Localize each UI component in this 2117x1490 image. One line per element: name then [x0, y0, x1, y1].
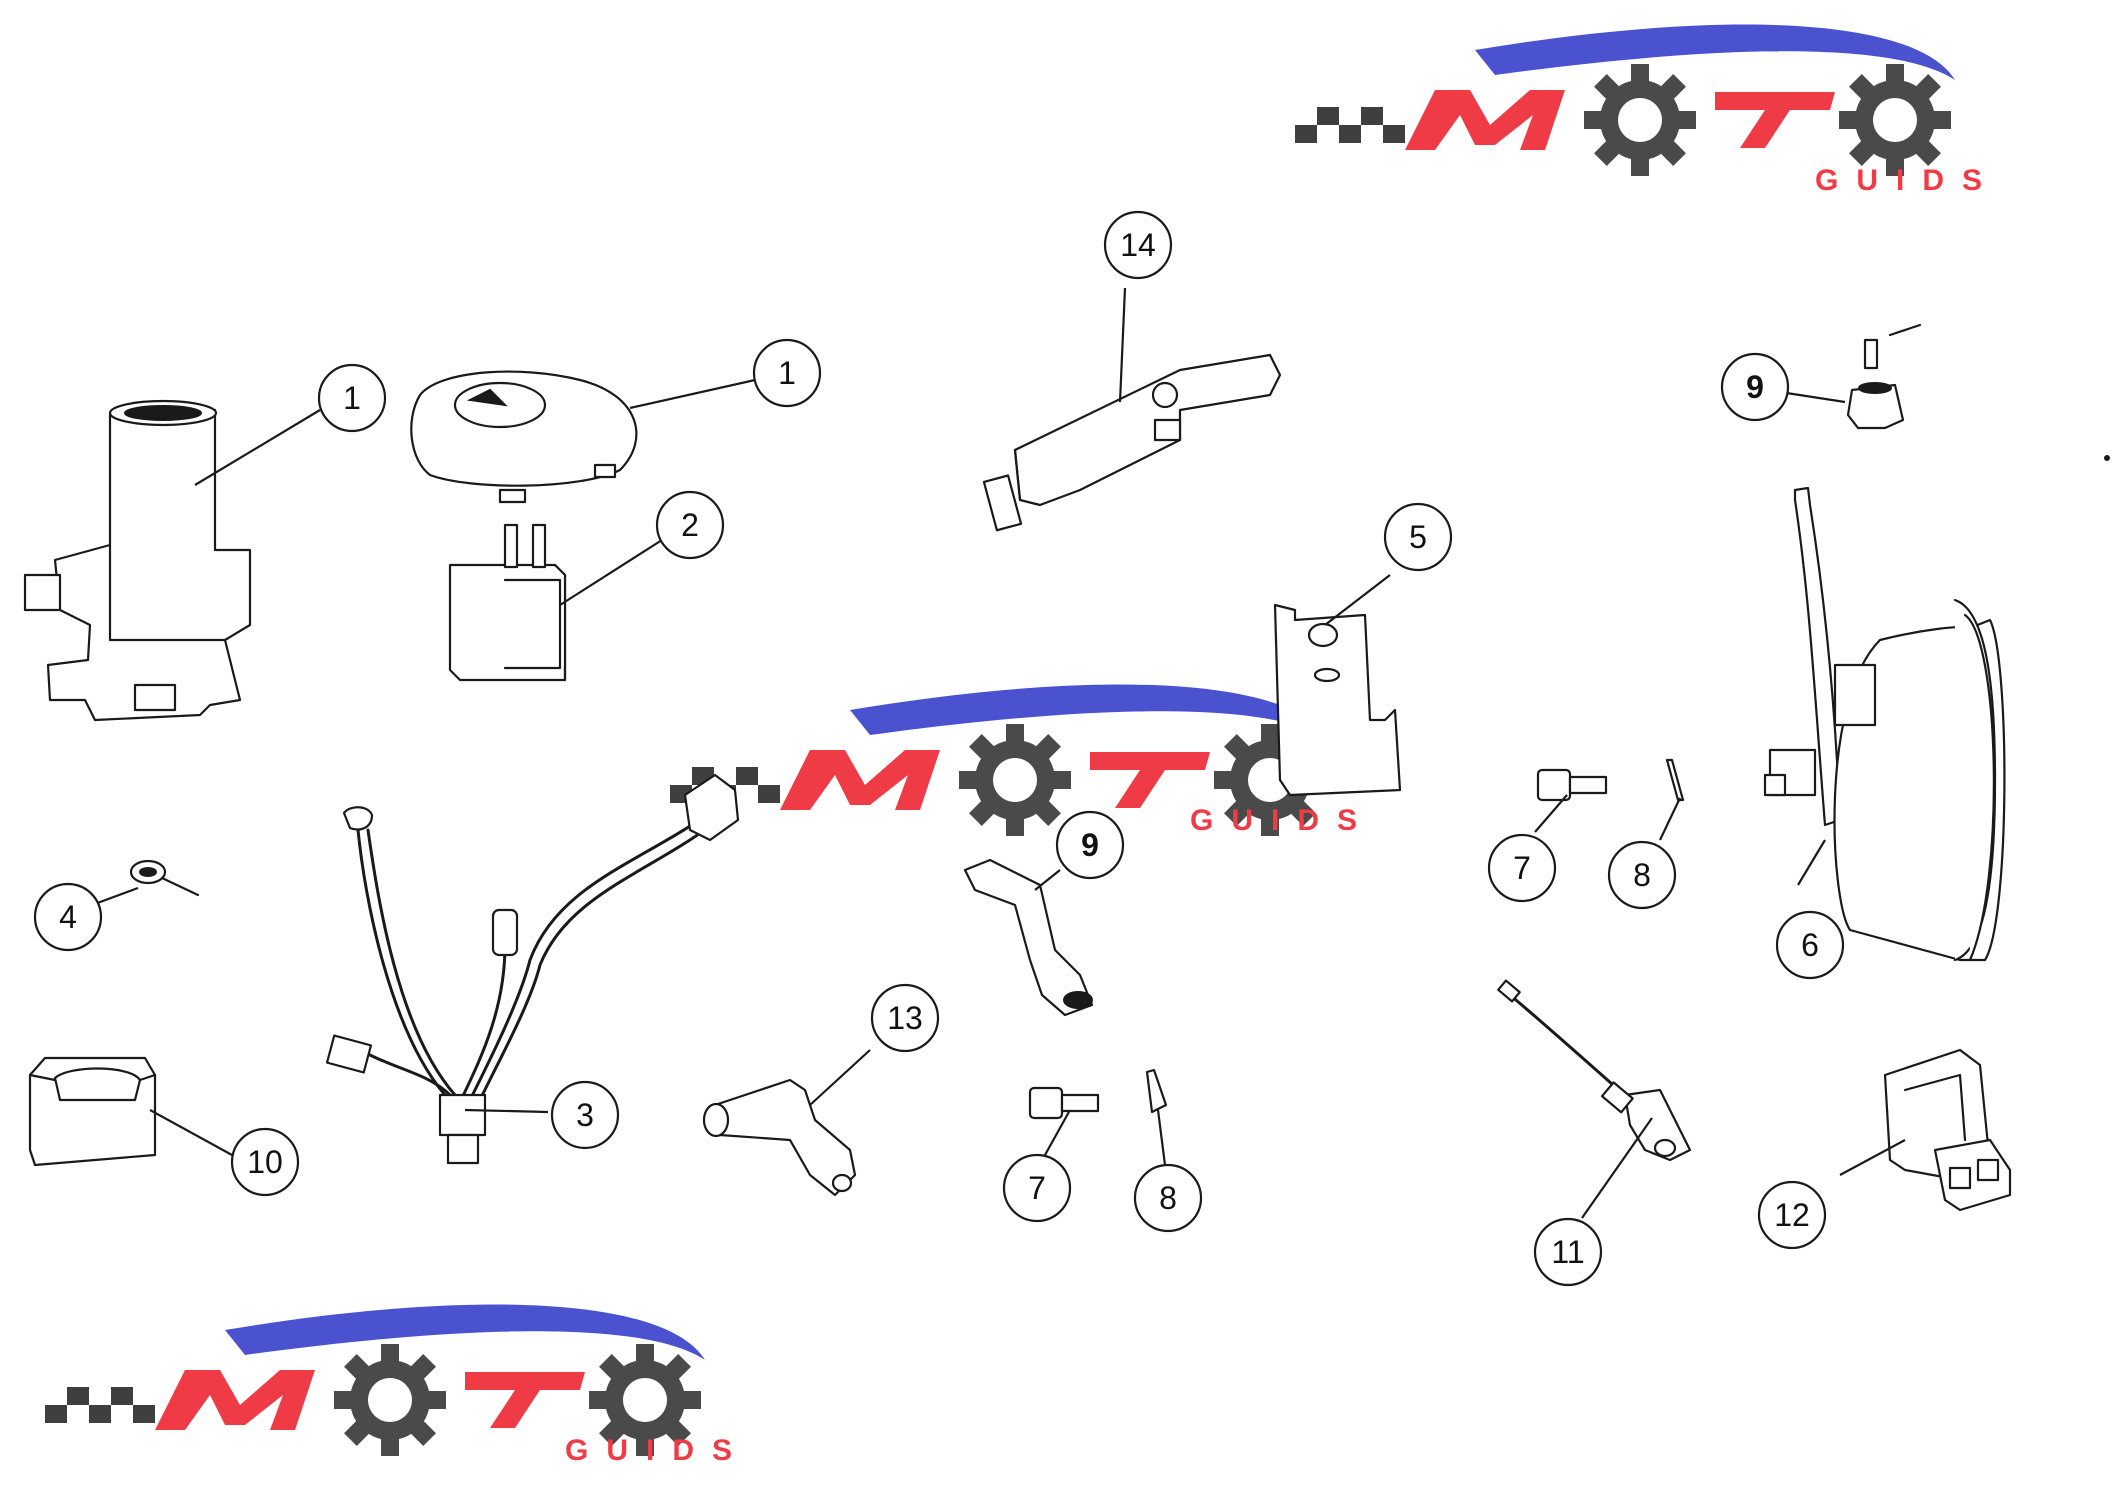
- watermark-logo-center: GUIDS: [670, 684, 1375, 837]
- part-bolt-right: [1536, 768, 1608, 802]
- part-brake-switch: [1497, 979, 1692, 1162]
- watermark-logo-top: GUIDS: [1295, 24, 2000, 197]
- callout-9b: 9: [1055, 810, 1125, 880]
- callout-1a: 1: [317, 363, 387, 433]
- callout-5: 5: [1383, 502, 1453, 572]
- watermark-logo-bottom: GUIDS: [45, 1304, 750, 1467]
- callout-number: 3: [576, 1097, 594, 1133]
- callout-number: 9: [1746, 369, 1764, 405]
- callout-number: 8: [1633, 857, 1651, 893]
- callout-number: 5: [1409, 519, 1427, 555]
- callout-number: 4: [59, 899, 77, 935]
- callout-2: 2: [655, 490, 725, 560]
- callout-1b: 1: [752, 338, 822, 408]
- callout-11: 11: [1533, 1217, 1603, 1287]
- part-bolt-center: [1028, 1086, 1100, 1120]
- callout-number: 14: [1120, 227, 1156, 263]
- part-relay: [448, 523, 567, 682]
- part-clip-right: [1665, 758, 1685, 802]
- callout-7b: 7: [1002, 1153, 1072, 1223]
- part-key-cap: [410, 370, 638, 504]
- callout-number: 6: [1801, 927, 1819, 963]
- part-pressure-switch: [702, 1078, 857, 1197]
- callout-number: 7: [1513, 850, 1531, 886]
- part-cover-boot: [28, 1056, 157, 1167]
- callout-number: 1: [778, 355, 796, 391]
- watermark-guids-text-top: GUIDS: [1815, 164, 2000, 197]
- callout-number: 2: [681, 507, 699, 543]
- callout-6: 6: [1775, 910, 1845, 980]
- part-nut-top: [1846, 323, 1922, 430]
- callout-number: 8: [1159, 1180, 1177, 1216]
- part-hose: [963, 858, 1094, 1017]
- callout-number: 1: [343, 380, 361, 416]
- part-bracket-plate: [1273, 603, 1402, 797]
- watermark-guids-text-center: GUIDS: [1190, 804, 1375, 837]
- part-wiring-harness: [325, 773, 740, 1165]
- part-horn: [1763, 486, 2006, 962]
- callout-number: 12: [1774, 1197, 1810, 1233]
- callout-8b: 8: [1133, 1163, 1203, 1233]
- callout-8a: 8: [1607, 840, 1677, 910]
- callout-number: 10: [247, 1144, 283, 1180]
- callout-7a: 7: [1487, 833, 1557, 903]
- leader-lines: [91, 287, 1906, 1219]
- part-bracket-sensor: [982, 353, 1282, 532]
- part-key-ring: [129, 859, 200, 897]
- callout-12: 12: [1757, 1180, 1827, 1250]
- callout-4: 4: [33, 882, 103, 952]
- callout-14: 14: [1103, 210, 1173, 280]
- stray-mark: [2104, 455, 2110, 461]
- callout-number: 11: [1551, 1234, 1584, 1270]
- part-clip-center: [1145, 1068, 1168, 1114]
- callout-9a: 9: [1720, 352, 1790, 422]
- part-ignition-switch: [23, 399, 252, 722]
- callout-13: 13: [870, 983, 940, 1053]
- callout-number: 13: [887, 1000, 923, 1036]
- callout-number: 7: [1028, 1170, 1046, 1206]
- watermark-guids-text-bottom: GUIDS: [565, 1434, 750, 1467]
- callout-3: 3: [550, 1080, 620, 1150]
- callout-number: 9: [1081, 827, 1099, 863]
- callout-10: 10: [230, 1127, 300, 1197]
- part-flasher-relay: [1883, 1048, 2012, 1212]
